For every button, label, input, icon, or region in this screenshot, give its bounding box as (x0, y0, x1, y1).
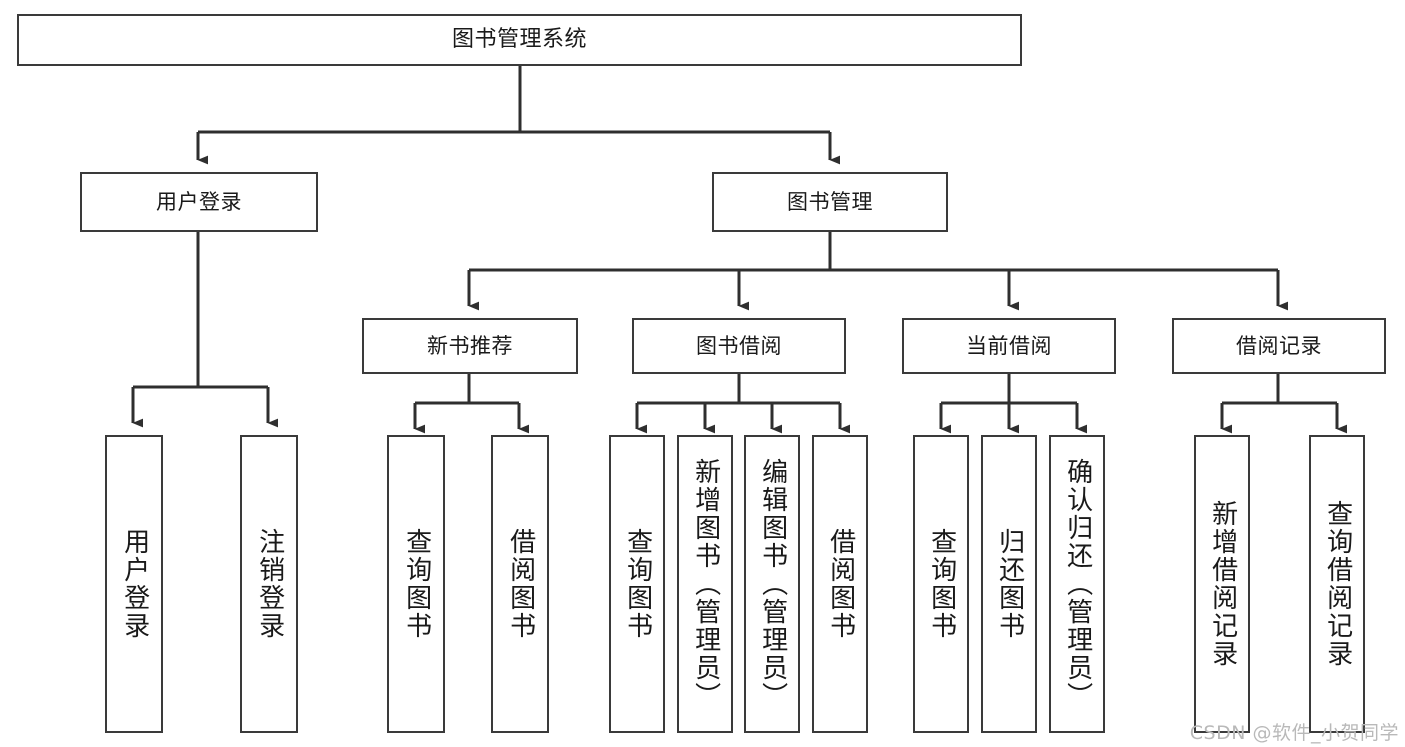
leaf-add-record[interactable]: 新增借阅记录 (1194, 435, 1250, 733)
node-label: 新增借阅记录 (1207, 500, 1238, 668)
node-label: 当前借阅 (966, 333, 1052, 358)
node-label: 归还图书 (994, 528, 1025, 640)
node-book-borrow[interactable]: 图书借阅 (632, 318, 846, 374)
node-label: 查询图书 (926, 528, 957, 640)
node-label: 新书推荐 (427, 333, 513, 358)
leaf-query-record[interactable]: 查询借阅记录 (1309, 435, 1365, 733)
node-label: 确认归还（管理员） (1062, 458, 1093, 710)
node-label: 查询图书 (622, 528, 653, 640)
node-new-book-recommend[interactable]: 新书推荐 (362, 318, 578, 374)
node-label: 用户登录 (156, 189, 242, 214)
node-label: 图书借阅 (696, 333, 782, 358)
leaf-return-book[interactable]: 归还图书 (981, 435, 1037, 733)
leaf-edit-book[interactable]: 编辑图书（管理员） (744, 435, 800, 733)
leaf-borrow-book-1[interactable]: 借阅图书 (491, 435, 549, 733)
csdn-watermark: CSDN @软件_小贺同学 (1189, 722, 1399, 744)
node-label: 借阅图书 (505, 528, 536, 640)
node-label: 注销登录 (254, 528, 285, 640)
node-label: 图书管理 (787, 189, 873, 214)
node-label: 借阅图书 (825, 528, 856, 640)
node-label: 图书管理系统 (451, 27, 587, 53)
node-label: 编辑图书（管理员） (757, 458, 788, 710)
node-label: 用户登录 (119, 528, 150, 640)
leaf-add-book[interactable]: 新增图书（管理员） (677, 435, 733, 733)
node-label: 查询借阅记录 (1322, 500, 1353, 668)
leaf-logout[interactable]: 注销登录 (240, 435, 298, 733)
leaf-query-book-2[interactable]: 查询图书 (609, 435, 665, 733)
node-borrow-record[interactable]: 借阅记录 (1172, 318, 1386, 374)
leaf-query-book-1[interactable]: 查询图书 (387, 435, 445, 733)
node-current-borrow[interactable]: 当前借阅 (902, 318, 1116, 374)
node-user-login[interactable]: 用户登录 (80, 172, 318, 232)
node-label: 查询图书 (401, 528, 432, 640)
leaf-borrow-book-2[interactable]: 借阅图书 (812, 435, 868, 733)
node-root-system[interactable]: 图书管理系统 (17, 14, 1022, 66)
leaf-query-book-3[interactable]: 查询图书 (913, 435, 969, 733)
node-book-manage[interactable]: 图书管理 (712, 172, 948, 232)
leaf-confirm-return[interactable]: 确认归还（管理员） (1049, 435, 1105, 733)
leaf-user-login[interactable]: 用户登录 (105, 435, 163, 733)
node-label: 新增图书（管理员） (690, 458, 721, 710)
node-label: 借阅记录 (1236, 333, 1322, 358)
